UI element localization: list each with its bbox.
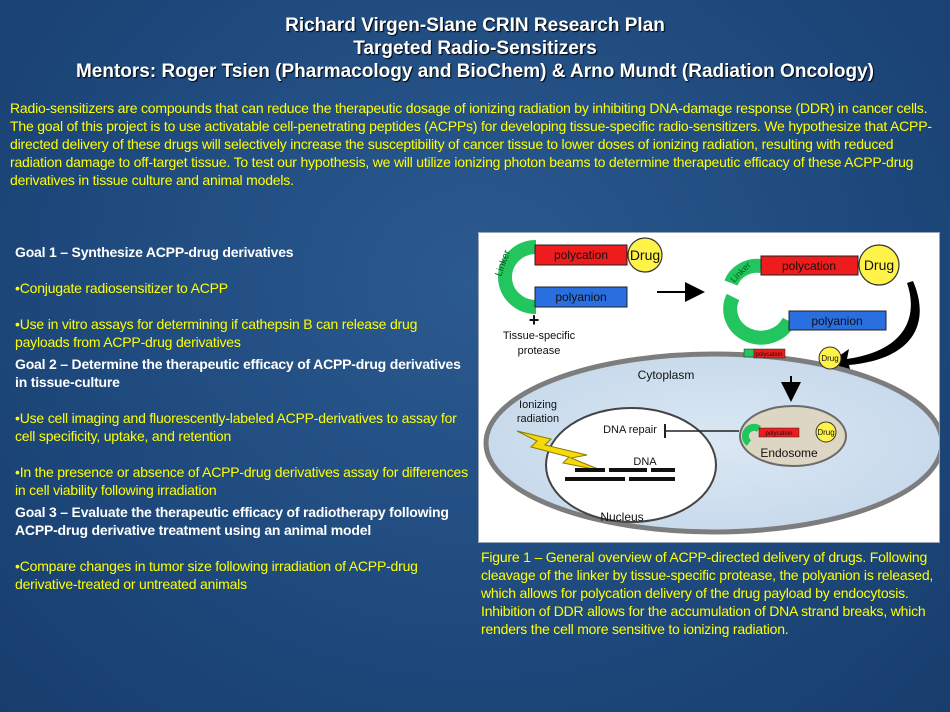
ionizing-label-line-2: radiation — [517, 413, 559, 425]
cleaved-drug — [858, 244, 900, 286]
drug-label: Drug — [630, 247, 660, 263]
dna-strand-breaks — [565, 468, 675, 481]
endosome-acpp-drug-label: Drug — [817, 428, 834, 437]
protease-label-line-1: Tissue-specific — [503, 330, 576, 342]
goal-2-bullet-2: •In the presence or absence of ACPP-drug… — [15, 464, 468, 498]
title-line-2: Targeted Radio-Sensitizers — [353, 38, 597, 59]
title-line-1: Richard Virgen-Slane CRIN Research Plan — [285, 15, 665, 36]
ionizing-label-line-1: Ionizing — [519, 399, 557, 411]
linker-arc — [498, 240, 537, 314]
goal-3-bullet-1: •Compare changes in tumor size following… — [15, 558, 418, 592]
nucleus-label: Nucleus — [600, 510, 643, 524]
membrane-acpp-polycation-label: polycation — [755, 352, 782, 358]
dna-label: DNA — [633, 456, 657, 468]
cleaved-polycation-label: polycation — [782, 259, 836, 273]
cleaved-polycation — [760, 255, 859, 276]
endosome-acpp: polycation Drug — [741, 421, 837, 446]
title-line-3: Mentors: Roger Tsien (Pharmacology and B… — [75, 61, 875, 82]
slide-title: Richard Virgen-Slane CRIN Research Plan … — [0, 14, 950, 83]
goal-2-title: Goal 2 – Determine the therapeutic effic… — [15, 356, 461, 390]
cleaved-drug-label: Drug — [864, 257, 894, 273]
intro-paragraph: Radio-sensitizers are compounds that can… — [10, 100, 932, 188]
goal-2-bullet-1: •Use cell imaging and fluorescently-labe… — [15, 410, 457, 444]
intact-acpp: Linker polycation Drug polyanion — [493, 237, 663, 314]
nucleus — [545, 407, 717, 523]
goal-3-title: Goal 3 – Evaluate the therapeutic effica… — [15, 504, 449, 538]
goal-1-bullet-2: •Use in vitro assays for determining if … — [15, 316, 418, 350]
plus-sign: + — [529, 310, 540, 330]
acpp-diagram: Linker polycation Drug polyanion + Tissu… — [478, 232, 945, 543]
dna-repair-label: DNA repair — [603, 424, 657, 436]
released-polyanion-label: polyanion — [811, 314, 862, 328]
cleaved-linker-bottom — [723, 293, 796, 345]
cytoplasm-label: Cytoplasm — [638, 368, 695, 382]
polyanion-segment — [534, 286, 628, 308]
endosome-label: Endosome — [760, 446, 818, 460]
drug-molecule — [627, 237, 663, 273]
goal-1-title: Goal 1 – Synthesize ACPP-drug derivative… — [15, 244, 294, 260]
protease-label-line-2: protease — [518, 345, 561, 357]
uptake-curved-arrow — [829, 281, 920, 373]
membrane-acpp-drug-label: Drug — [821, 354, 838, 363]
goal-1-bullet-1: •Conjugate radiosensitizer to ACPP — [15, 280, 228, 296]
figure-caption: Figure 1 – General overview of ACPP-dire… — [481, 549, 934, 637]
acpp-diagram-svg: Linker polycation Drug polyanion + Tissu… — [483, 237, 945, 535]
released-polyanion — [788, 310, 887, 331]
cleaved-acpp: Linker polycation Drug polyanion — [723, 244, 900, 345]
polyanion-label: polyanion — [555, 290, 606, 304]
cleaved-linker-top — [724, 258, 762, 287]
membrane-acpp: polycation Drug — [743, 346, 842, 370]
polycation-label: polycation — [554, 248, 608, 262]
endosome-acpp-polycation-label: polycation — [765, 431, 792, 437]
goals-list: Goal 1 – Synthesize ACPP-drug derivative… — [15, 243, 470, 611]
